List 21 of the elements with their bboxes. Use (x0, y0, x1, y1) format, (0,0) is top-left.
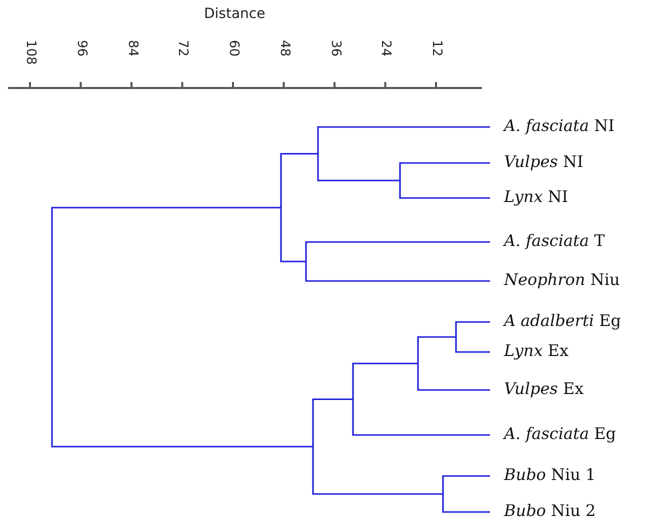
tick-label: 24 (378, 40, 394, 57)
axis-title: Distance (204, 6, 266, 22)
tick-label: 12 (429, 40, 444, 57)
tick-label: 84 (124, 40, 140, 57)
leaf-label: A. fasciata NI (504, 116, 614, 136)
leaf-label: Neophron Niu (504, 270, 620, 290)
leaf-label: Bubo Niu 1 (504, 465, 596, 485)
leaf-label: Vulpes Ex (504, 379, 584, 399)
leaf-label: Bubo Niu 2 (504, 501, 596, 521)
leaf-label: A. fasciata Eg (504, 424, 616, 444)
leaf-label: Lynx Ex (504, 341, 569, 361)
leaf-label: Lynx NI (504, 187, 568, 207)
leaf-label: Vulpes NI (504, 152, 584, 172)
tick-label: 96 (74, 40, 89, 57)
tick-label: 36 (328, 40, 342, 57)
tick-label: 108 (23, 40, 38, 65)
leaf-label: A. fasciata T (504, 231, 605, 251)
leaf-label: A adalberti Eg (504, 311, 621, 331)
tick-label: 48 (276, 40, 292, 57)
tick-label: 60 (226, 40, 241, 57)
tick-label: 72 (175, 40, 190, 57)
